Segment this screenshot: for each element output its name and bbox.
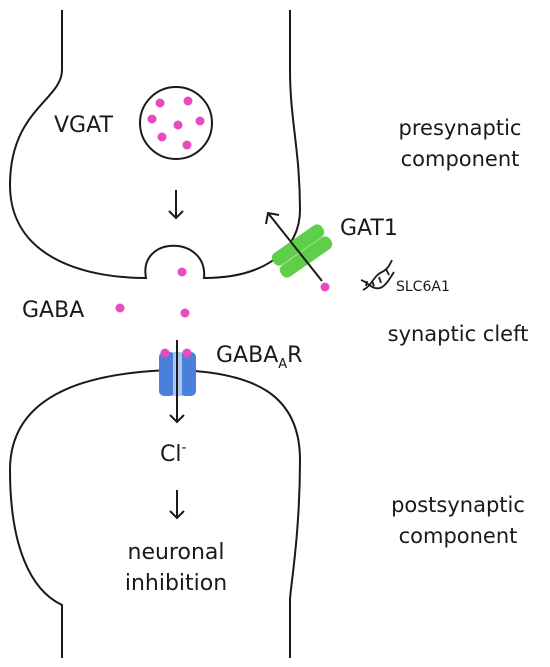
presynaptic-label-line2: component <box>401 147 520 171</box>
gabaa-receptor-label: GABAAR <box>216 343 302 372</box>
cleft-gaba-dots <box>115 267 330 318</box>
down-arrow-icon <box>168 190 184 220</box>
gat1-label: GAT1 <box>340 216 398 241</box>
vgat-vesicle <box>139 86 213 160</box>
postsynaptic-label-line1: postsynaptic <box>391 493 525 517</box>
slc6a1-gene-label: SLC6A1 <box>396 279 450 295</box>
dna-helix-icon <box>360 259 395 291</box>
vesicle-gaba-dots <box>147 96 205 150</box>
postsynaptic-membrane <box>8 368 302 658</box>
chloride-label: Cl- <box>160 440 187 467</box>
synaptic-cleft-label: synaptic cleft <box>388 322 529 346</box>
gabaa-receptor <box>159 340 196 424</box>
down-arrow-icon <box>169 490 185 520</box>
presynaptic-label-line1: presynaptic <box>399 116 522 140</box>
outcome-line2: inhibition <box>125 571 227 596</box>
gaba-label: GABA <box>22 298 84 323</box>
gat1-transporter <box>265 211 333 282</box>
presynaptic-membrane <box>8 10 302 280</box>
vgat-label: VGAT <box>54 113 113 138</box>
outcome-line1: neuronal <box>128 540 225 565</box>
postsynaptic-label-line2: component <box>399 524 518 548</box>
